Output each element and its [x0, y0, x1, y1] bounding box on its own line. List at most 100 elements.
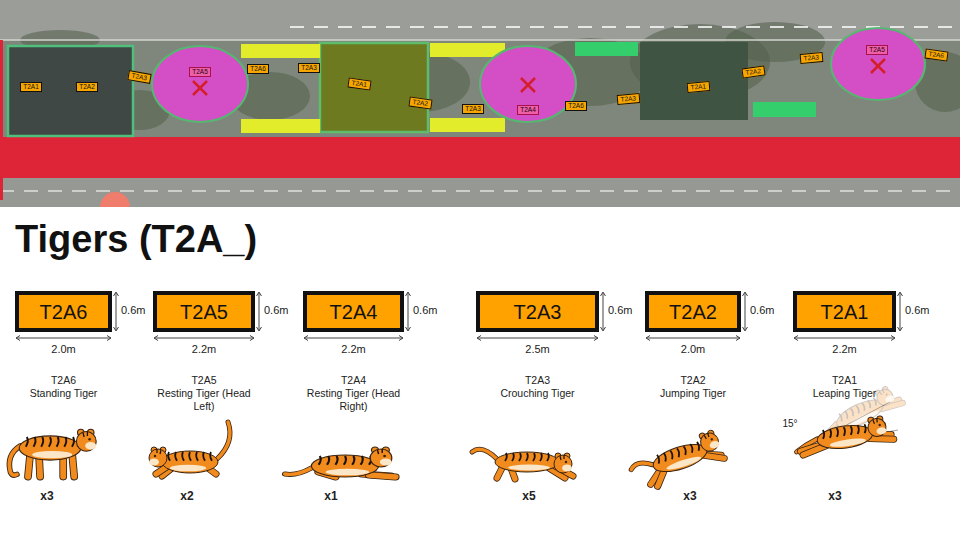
dimension-label: 2.2m — [832, 343, 856, 357]
tiger-stripe — [168, 452, 170, 461]
tiger-stripe — [83, 432, 87, 438]
tiger-belly — [508, 465, 550, 471]
tiger-figure — [9, 429, 96, 476]
tiger-type-box: T2A4 — [303, 291, 404, 332]
tiger-muzzle — [876, 427, 887, 435]
tiger-stripe — [157, 449, 161, 454]
dimension-arrow — [16, 336, 111, 341]
tiger-leg — [869, 435, 893, 442]
dimension-label: 2.0m — [681, 343, 705, 357]
red-band — [0, 137, 960, 178]
tiger-tail — [9, 446, 20, 475]
tiger-stripe — [873, 418, 878, 424]
type-code: T2A1 — [832, 374, 857, 387]
tiger-marker-label: T2A2 — [741, 65, 765, 78]
tiger-stripe — [319, 456, 321, 465]
tiger-tail — [630, 459, 653, 471]
tiger-muzzle — [149, 459, 159, 466]
dimension-label: 2.5m — [525, 343, 549, 357]
tiger-marker-label: T2A3 — [298, 63, 321, 73]
tiger-figure — [793, 414, 894, 455]
box-label: T2A2 — [79, 84, 95, 91]
tiger-stripe — [72, 437, 74, 447]
tiger-head — [698, 431, 721, 454]
tiger-leg — [704, 450, 724, 464]
tiger-figure — [472, 449, 573, 479]
tiger-marker-label: T2A2 — [76, 82, 99, 92]
tiger-tail — [217, 422, 230, 459]
tiger-marker-label: T2A1 — [347, 77, 371, 90]
tiger-eye — [565, 461, 567, 463]
tiger-stripe — [843, 427, 846, 436]
box-label: T2A3 — [803, 54, 819, 62]
spot-circle — [831, 28, 925, 100]
tiger-stripe — [519, 453, 521, 461]
dimension-arrow — [154, 336, 254, 341]
strip-edge — [0, 39, 960, 41]
tiger-eye — [88, 438, 91, 441]
tiger-eye — [885, 393, 888, 396]
box-label: T2A2 — [669, 302, 717, 322]
box-label: T2A3 — [620, 95, 636, 103]
dimension-arrow — [114, 292, 119, 331]
tiger-leg — [869, 435, 893, 442]
cross-mark — [871, 59, 885, 73]
type-name: Resting Tiger (Head Left) — [151, 387, 257, 413]
tiger-tail — [285, 468, 311, 474]
tiger-marker-label: T2A3 — [127, 70, 151, 84]
tiger-stripe — [656, 455, 660, 464]
dimension-label: 0.6m — [264, 304, 288, 318]
tiger-stripe — [836, 428, 839, 437]
tiger-stripe — [196, 452, 198, 461]
tiger-stripe — [704, 433, 709, 439]
tiger-marker-label: T2A3 — [616, 93, 639, 105]
road-marking — [0, 190, 960, 192]
dimension-arrow — [257, 292, 262, 331]
tiger-leg — [802, 446, 827, 455]
tiger-tail — [472, 449, 497, 459]
tiger-stripe — [175, 452, 177, 461]
tiger-stripe — [696, 442, 700, 451]
tiger-stripe — [856, 425, 859, 434]
box-label: T2A5 — [192, 69, 208, 76]
box-label: T2A1 — [23, 84, 39, 91]
tiger-stripe — [34, 437, 36, 447]
olive-zone — [320, 43, 428, 132]
dimension-arrow — [743, 292, 748, 331]
page-ground — [0, 207, 960, 540]
dimension-label: 0.6m — [905, 304, 929, 318]
yellow-bar — [241, 119, 320, 133]
tiger-stripe — [838, 414, 843, 422]
tiger-muzzle — [380, 459, 392, 466]
tiger-head — [874, 387, 896, 409]
count-label: x3 — [828, 489, 841, 504]
planting-strip — [0, 40, 960, 138]
tiger-marker-label: T2A3 — [462, 104, 485, 114]
yellow-bar — [430, 43, 505, 57]
tiger-stripe — [203, 452, 205, 461]
box-label: T2A6 — [250, 66, 266, 73]
tiger-muzzle — [85, 442, 96, 450]
dimension-arrow — [601, 292, 606, 331]
tiger-stripe — [855, 406, 860, 414]
tiger-figure — [149, 422, 230, 476]
dimension-label: 2.0m — [51, 343, 75, 357]
green-bar — [753, 102, 816, 117]
tiger-stripe — [361, 456, 363, 465]
tiger-belly — [829, 437, 866, 449]
tiger-marker-label: T2A3 — [799, 52, 822, 64]
tiger-type-box: T2A6 — [15, 291, 112, 332]
dimension-label: 0.6m — [413, 304, 437, 318]
tiger-leg — [369, 475, 395, 477]
dimension-arrow — [898, 292, 903, 331]
tiger-head — [149, 449, 167, 467]
tiger-stripe — [689, 444, 693, 453]
tiger-stripe — [512, 453, 514, 461]
tiger-stripe — [547, 453, 549, 461]
dimension-arrow — [477, 336, 598, 341]
tiger-stripe — [822, 430, 825, 439]
tiger-stripe — [352, 456, 354, 465]
tiger-type-box: T2A5 — [153, 291, 255, 332]
tiger-tail — [217, 422, 230, 459]
